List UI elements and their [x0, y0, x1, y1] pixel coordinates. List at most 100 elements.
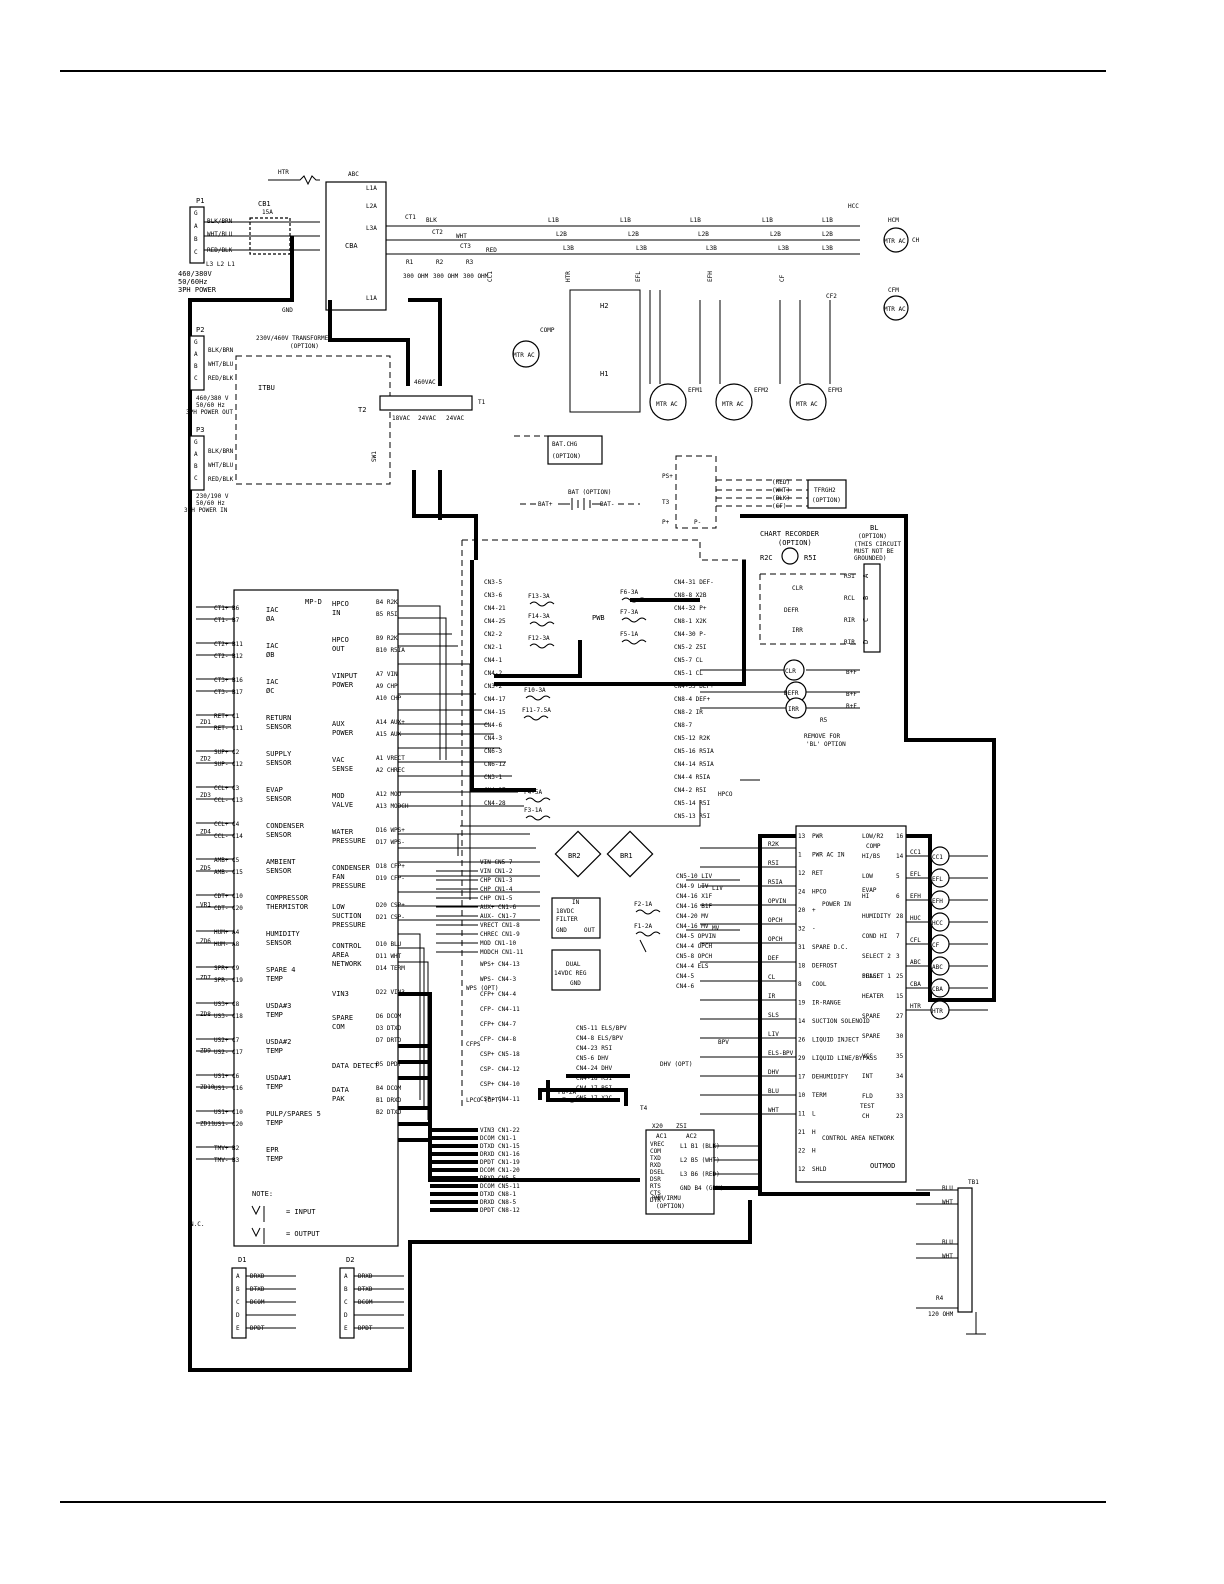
bsf-3: B+F: [846, 703, 857, 710]
pwb-cn-left: CN4-28: [484, 800, 506, 807]
rmm-pin: DTR: [650, 1197, 661, 1204]
outmod-left-pin: 32: [798, 926, 806, 933]
mpd-right-label: PAK: [332, 1095, 345, 1103]
outmod-right-pin: 33: [896, 1093, 904, 1100]
outmod-right-label: HI: [862, 893, 870, 900]
pwb-cn-left: CN6-12: [484, 761, 506, 768]
rmm-pin: RTS: [650, 1183, 661, 1190]
l123-label: L3 L2 L1: [206, 261, 235, 268]
mpd-right-pin: D17 WPS-: [376, 839, 405, 846]
rmm-box: [645, 1129, 715, 1215]
pwb-cn-left: CN4-21: [484, 605, 506, 612]
batchg-box: [547, 435, 603, 465]
cfm-mtr: MTR AC: [884, 306, 906, 313]
d2-pin: B: [344, 1286, 348, 1293]
bl-plug: [863, 563, 881, 653]
red-wire: RED: [486, 247, 497, 254]
fuse-symbol: [525, 815, 551, 821]
zener-label: ZD9: [200, 1048, 211, 1055]
coil-label: EFL: [932, 876, 943, 883]
zener-label: ZD5: [200, 865, 211, 872]
mpd-left-label: IAC: [266, 678, 279, 686]
p2-pin-b: B: [194, 363, 198, 370]
mpd-left-lead: [196, 1074, 234, 1088]
efm1-mtr: MTR AC: [656, 401, 678, 408]
zener-label: ZD3: [200, 792, 211, 799]
p3-spec-1: 230/190 V: [196, 493, 229, 500]
outmod-right-pin: 7: [896, 933, 900, 940]
comp-group: COMP: [866, 843, 881, 850]
pwb-board: PWB CN3-5CN3-6CN4-21CN4-25CN2-2CN2-1CN4-…: [430, 539, 760, 1214]
outmod-left-label: L: [812, 1111, 816, 1118]
outmod-right-pin: 34: [896, 1073, 904, 1080]
pwb-cn-data: DTXD CN8-1: [480, 1191, 517, 1198]
wps-switch: WPS (OPT): [466, 985, 499, 992]
l2b-label-2: L2B: [628, 231, 639, 238]
mpd-right-label: FAN: [332, 873, 345, 881]
mpd-left-lead: [196, 606, 234, 620]
pwb-misc: CN4-23 R5I: [576, 1045, 613, 1052]
mpd-left-label: TEMP: [266, 1047, 283, 1055]
mpd-right-pin: A7 VIN: [376, 671, 398, 678]
coil-wire: CBA: [910, 981, 921, 988]
rmm-pin: COM: [650, 1148, 661, 1155]
bl-wire: R5I: [844, 573, 855, 580]
outmod-right-pin: 23: [896, 1113, 904, 1120]
mpd-left-label: SENSOR: [266, 795, 292, 803]
clr-relay-label: CLR: [785, 668, 796, 675]
blk-wire: BLK: [426, 217, 437, 224]
mpd-right-pin: D14 TERM: [376, 965, 405, 972]
r5i-label: R5I: [804, 554, 817, 562]
mpd-right-pin: A9 CHP: [376, 683, 398, 690]
pwb-cn-right: CN5-12 R2K: [674, 735, 711, 742]
efm3-motor: [789, 383, 827, 421]
l1b-label-1: L1B: [548, 217, 559, 224]
cb1-label: CB1: [258, 200, 271, 208]
mpd-right-pin: D16 WPS+: [376, 827, 405, 834]
vac18-label: 18VAC: [392, 415, 410, 422]
outmod-right-pin: 27: [896, 1013, 904, 1020]
outmod-box: [795, 825, 907, 1183]
outmod-right-pin: 30: [896, 1033, 904, 1040]
r2-label: R2: [436, 259, 444, 266]
outmod-left-pin: 11: [798, 1111, 806, 1118]
mpd-left-label: AMBIENT: [266, 858, 296, 866]
mpd-left-lead: [196, 678, 234, 692]
abc-label: ABC: [348, 171, 359, 178]
d1-pin: D: [236, 1312, 240, 1319]
mpd-left-pin: CT2- B12: [214, 653, 243, 660]
mpd-left-label: TEMP: [266, 975, 283, 983]
mpd-left-pin: AMB+ C5: [214, 857, 240, 864]
outmod-wire: DEF: [768, 955, 779, 962]
mpd-right-label: PRESSURE: [332, 882, 366, 890]
pwb-cn-mid: MODCH CN1-11: [480, 949, 524, 956]
outmod-right-label: VCC: [862, 1053, 873, 1060]
pwb-cn-mid: MOD CN1-10: [480, 940, 517, 947]
p1-pin-g: G: [194, 210, 198, 217]
vac24-label-1: 24VAC: [418, 415, 436, 422]
outmod-right-label: COND HI: [862, 933, 888, 940]
pwb-cn-left: CN4-25: [484, 618, 506, 625]
transformer-section: P2 G A B C BLK/BRN WHT/BLU RED/BLK 230V/…: [184, 298, 486, 560]
pwb-cn-right: CN4-31 DEF-: [674, 579, 714, 586]
pwb-cn-right: CN5-2 Z5I: [674, 644, 707, 651]
mpd-right-pin: A15 AUX-: [376, 731, 405, 738]
fuse-symbol: [621, 617, 647, 623]
sw1-label: SW1: [371, 451, 378, 462]
d2-pin: C: [344, 1299, 348, 1306]
r3-ohm: 300 OHM: [463, 273, 489, 280]
rmm-z5i: Z5I: [676, 1123, 687, 1130]
t2-label: T2: [358, 406, 366, 414]
p2-plug: [189, 335, 205, 391]
mpd-right-pin: D20 CSP+: [376, 902, 405, 909]
outmod-left-label: COOL: [812, 981, 827, 988]
mv-valve: MV: [712, 925, 720, 932]
r3-label: R3: [466, 259, 474, 266]
pwb-opt: CN5-10 LIV: [676, 873, 713, 880]
coil-label: CF: [932, 942, 940, 949]
outmod-left-label: SHLD: [812, 1166, 827, 1173]
tfr-wire-1: (RED): [772, 479, 790, 486]
pwb-cn-low: CFP- CN4-11: [480, 1006, 520, 1013]
p2-pin-g: G: [194, 339, 198, 346]
